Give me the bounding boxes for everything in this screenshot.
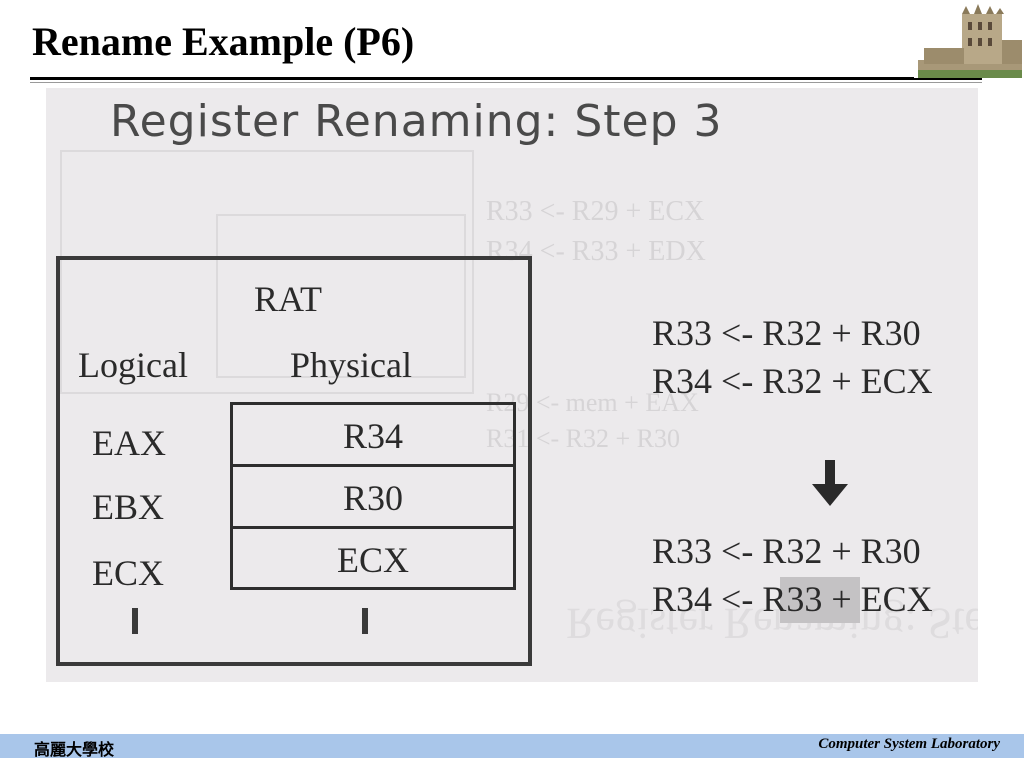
rat-title: RAT bbox=[254, 279, 323, 319]
ghost-text: R31 <- R32 + R30 bbox=[486, 424, 681, 453]
ghost-text: R34 <- R33 + EDX bbox=[486, 236, 706, 267]
logical-register: ECX bbox=[92, 553, 164, 593]
scanned-figure: R33 <- R29 + ECX R34 <- R33 + EDX R29 <-… bbox=[46, 88, 978, 682]
physical-register: R34 bbox=[233, 405, 513, 467]
down-arrow-icon bbox=[812, 460, 848, 506]
rat-table: R34 R30 ECX bbox=[230, 402, 516, 590]
lab-name: Computer System Laboratory bbox=[818, 736, 1000, 752]
university-name: 高麗大學校 bbox=[34, 740, 115, 759]
physical-register: R30 bbox=[233, 467, 513, 529]
logical-register: EBX bbox=[92, 487, 164, 527]
title-divider-shadow bbox=[30, 82, 982, 83]
continuation-mark bbox=[132, 608, 138, 634]
continuation-mark bbox=[362, 608, 368, 634]
physical-register: ECX bbox=[337, 540, 409, 580]
ghost-text: R33 <- R29 + ECX bbox=[486, 196, 705, 227]
slide-title: Rename Example (P6) bbox=[32, 19, 415, 64]
ghost-table-inner bbox=[216, 214, 466, 378]
footer-bar: 高麗大學校 Computer System Laboratory bbox=[0, 734, 1024, 759]
university-building-icon bbox=[914, 0, 1024, 78]
highlighted-operand bbox=[780, 577, 860, 623]
physical-header: Physical bbox=[290, 345, 412, 385]
rat-frame bbox=[56, 256, 532, 666]
instruction-before: R33 <- R32 + R30 bbox=[652, 313, 921, 353]
instruction-suffix: + ECX bbox=[822, 579, 933, 619]
logical-register: EAX bbox=[92, 423, 166, 463]
logical-header: Logical bbox=[78, 345, 188, 385]
title-divider bbox=[30, 77, 982, 80]
instruction-before: R34 <- R32 + ECX bbox=[652, 361, 933, 401]
instruction-after-renamed: R34 <- R33 + ECX bbox=[652, 578, 933, 620]
instruction-after: R33 <- R32 + R30 bbox=[652, 531, 921, 571]
renamed-source-register: R33 bbox=[762, 579, 823, 619]
ghost-text: R29 <- mem + EAX bbox=[486, 388, 699, 417]
instruction-prefix: R34 <- bbox=[652, 579, 763, 619]
ghost-table bbox=[60, 150, 474, 394]
figure-heading: Register Renaming: Step 3 bbox=[110, 96, 723, 147]
